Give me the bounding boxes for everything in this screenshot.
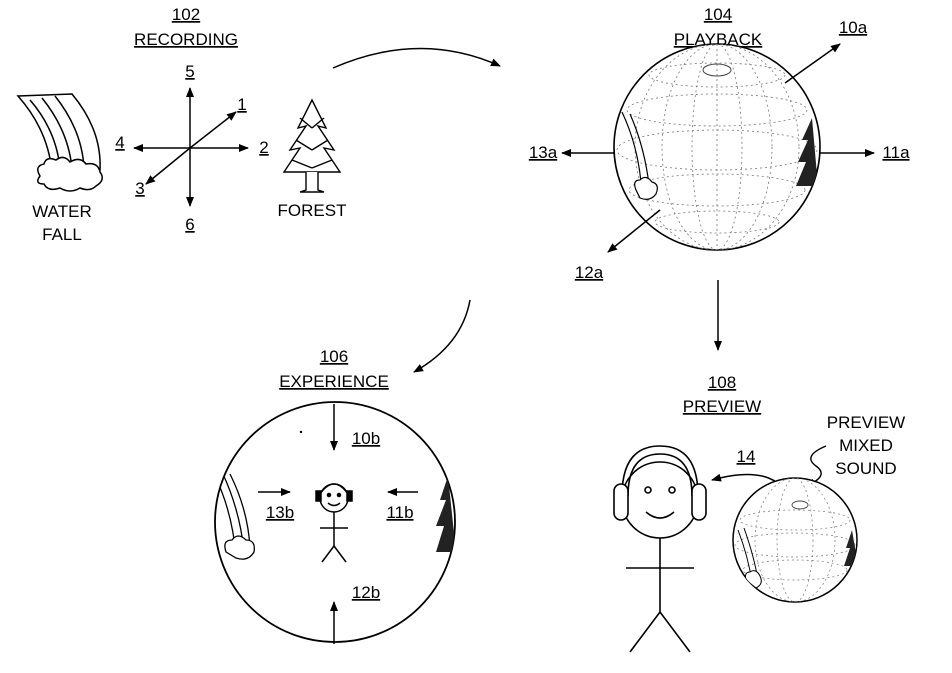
arrow-10a (785, 44, 840, 83)
axis-1-arrow (190, 112, 236, 148)
label-11b: 11b (386, 503, 413, 522)
axis-label-2: 2 (259, 138, 268, 157)
recording-title: RECORDING (134, 30, 238, 49)
arrow-12a (608, 210, 660, 252)
playback-section: 104 PLAYBACK (529, 5, 910, 282)
label-14: 14 (737, 447, 756, 466)
waterfall-label-line2: FALL (42, 225, 82, 244)
axis-label-1: 1 (237, 95, 246, 114)
preview-mixed-sound-line1: PREVIEW (827, 413, 905, 432)
label-12b: 12b (352, 583, 380, 602)
label-13b: 13b (266, 503, 294, 522)
experience-number: 106 (320, 347, 348, 366)
experience-sphere (215, 402, 455, 642)
label-11a: 11a (882, 143, 910, 162)
axis-label-5: 5 (185, 62, 194, 81)
label-12a: 12a (575, 263, 604, 282)
experience-section: 106 EXPERIENCE (214, 347, 456, 644)
axis-3-arrow (146, 148, 190, 184)
flow-arrow-playback-to-experience (414, 300, 470, 372)
recording-axes (134, 88, 248, 206)
recording-number: 102 (172, 5, 200, 24)
preview-sphere (733, 478, 858, 602)
forest-label: FOREST (278, 201, 347, 220)
preview-mixed-sound-line3: SOUND (835, 459, 896, 478)
preview-title: PREVIEW (683, 397, 761, 416)
preview-number: 108 (708, 373, 736, 392)
axis-label-4: 4 (115, 133, 124, 152)
playback-number: 104 (704, 5, 732, 24)
forest-tree-icon (284, 100, 340, 192)
axis-label-6: 6 (185, 215, 194, 234)
preview-mixed-sound-line2: MIXED (839, 436, 893, 455)
preview-section: 108 PREVIEW PREVIEW MIXED SOUND 14 (614, 373, 905, 652)
flow-arrow-recording-to-playback (333, 48, 500, 68)
label-13a: 13a (529, 143, 558, 162)
label-10a: 10a (839, 18, 868, 37)
axis-label-3: 3 (135, 179, 144, 198)
experience-title: EXPERIENCE (279, 372, 389, 391)
preview-listener-figure (614, 446, 706, 652)
waterfall-label-line1: WATER (32, 202, 92, 221)
recording-section: 102 RECORDING WATER FALL 5 6 1 2 4 3 (18, 5, 346, 244)
label-10b: 10b (352, 429, 380, 448)
playback-sphere (614, 44, 820, 250)
waterfall-icon (18, 94, 102, 191)
